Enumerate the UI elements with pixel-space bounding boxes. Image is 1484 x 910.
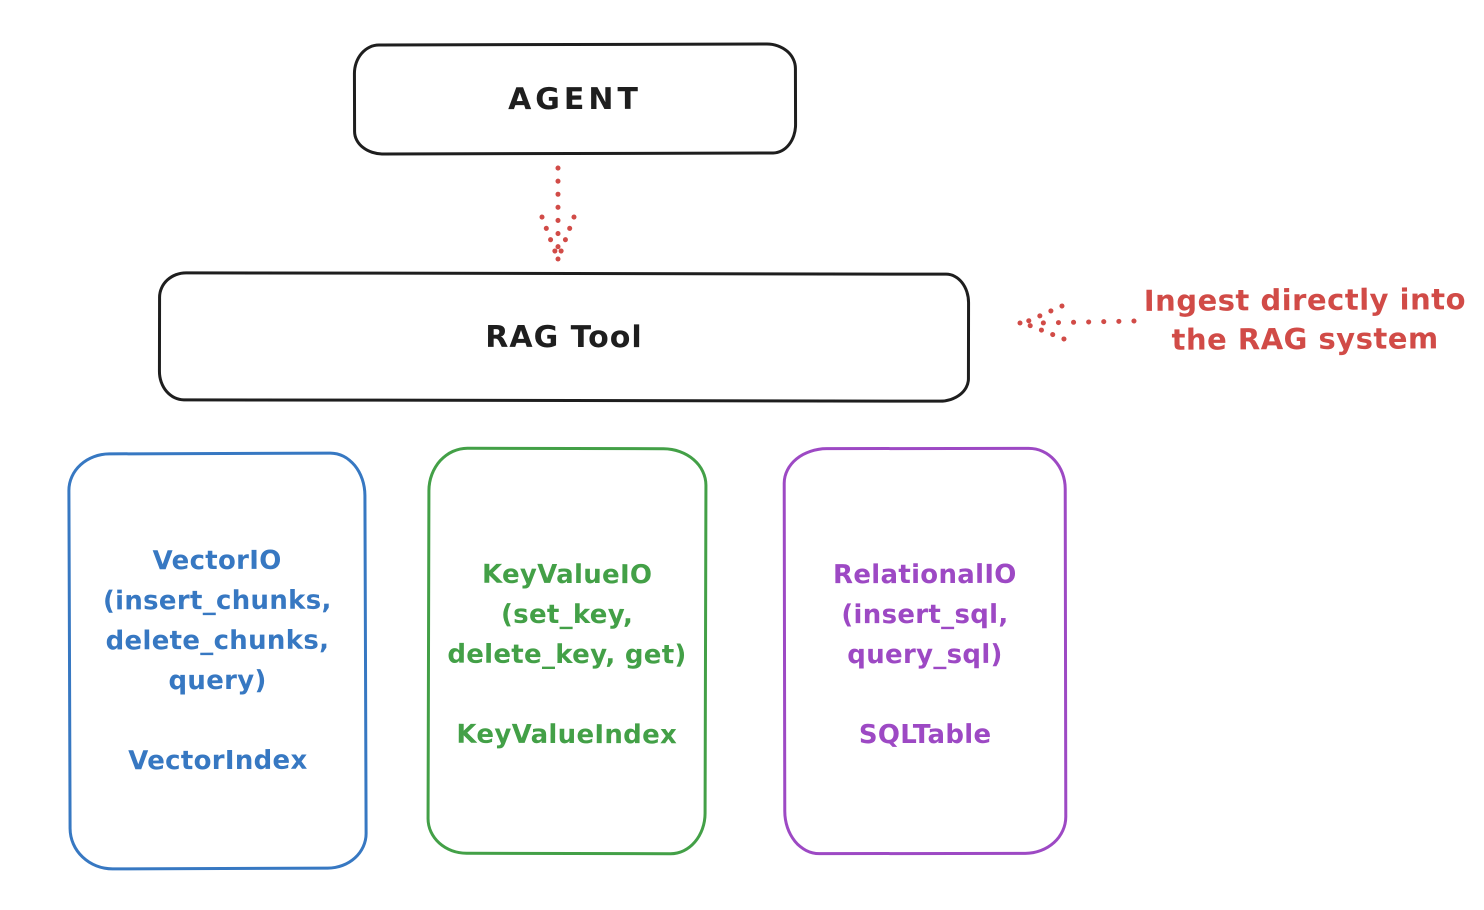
- vector-io-text: VectorIO (insert_chunks, delete_chunks, …: [70, 454, 364, 781]
- arrow-ingest-icon: [1017, 303, 1137, 342]
- relational-io-box: RelationalIO (insert_sql, query_sql) SQL…: [782, 446, 1068, 856]
- ingest-annotation-line2: the RAG system: [1171, 321, 1439, 357]
- relational-io-text: RelationalIO (insert_sql, query_sql) SQL…: [786, 450, 1065, 755]
- vector-io-box: VectorIO (insert_chunks, delete_chunks, …: [67, 451, 368, 871]
- rag-tool-box: RAG Tool: [157, 271, 971, 403]
- agent-label: AGENT: [508, 81, 642, 117]
- ingest-annotation-line1: Ingest directly into: [1143, 282, 1467, 318]
- keyvalue-io-title: KeyValueIO: [481, 559, 653, 591]
- relational-io-method: (insert_sql,: [841, 599, 1009, 631]
- ingest-annotation: Ingest directly into the RAG system: [1130, 280, 1480, 360]
- sql-table-label: SQLTable: [858, 719, 992, 751]
- vector-io-method: query): [168, 665, 267, 697]
- arrow-agent-to-rag-icon: [539, 165, 577, 262]
- keyvalue-index-label: KeyValueIndex: [456, 719, 678, 751]
- spacer: [71, 700, 364, 741]
- relational-io-method: query_sql): [847, 639, 1003, 671]
- vector-index-label: VectorIndex: [128, 745, 308, 777]
- agent-box: AGENT: [352, 42, 798, 156]
- vector-io-method: delete_chunks,: [105, 625, 330, 657]
- keyvalue-io-method: delete_key, get): [447, 639, 687, 671]
- keyvalue-io-method: (set_key,: [500, 599, 634, 631]
- relational-io-title: RelationalIO: [832, 559, 1017, 591]
- keyvalue-io-box: KeyValueIO (set_key, delete_key, get) Ke…: [426, 446, 708, 856]
- rag-tool-label: RAG Tool: [485, 319, 643, 355]
- vector-io-method: (insert_chunks,: [102, 585, 332, 617]
- spacer: [786, 675, 1064, 715]
- vector-io-title: VectorIO: [152, 545, 282, 577]
- keyvalue-io-text: KeyValueIO (set_key, delete_key, get) Ke…: [430, 450, 705, 756]
- spacer: [430, 675, 704, 716]
